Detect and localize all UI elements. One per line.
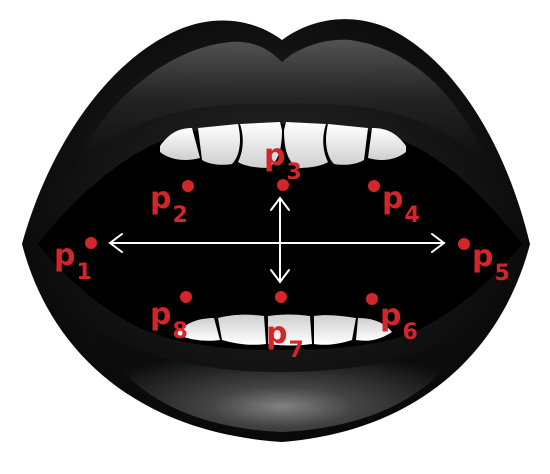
landmark-p5-label: p5 (472, 239, 510, 286)
landmark-p1-dot (85, 237, 97, 249)
vertical-arrow-top-head (270, 196, 290, 211)
landmark-p4-label: p4 (382, 181, 420, 228)
landmark-p7-dot (275, 291, 287, 303)
landmark-p2-label: p2 (150, 181, 188, 228)
lower-lip-highlight (95, 330, 470, 432)
measurement-arrows (108, 196, 446, 284)
landmark-p5-dot (458, 238, 470, 250)
landmark-labels: p1 p2 p3 p4 p5 p6 p7 p8 (54, 138, 510, 363)
landmark-p3-dot (277, 179, 289, 191)
lower-teeth (176, 314, 392, 346)
landmark-p2-dot (182, 180, 194, 192)
landmark-p4-dot (368, 180, 380, 192)
horizontal-arrow-right-head (431, 233, 446, 253)
upper-lip-highlight (70, 39, 488, 170)
vertical-arrow (270, 196, 290, 284)
landmark-p7-label: p7 (266, 316, 304, 363)
landmark-p6-dot (366, 293, 378, 305)
landmark-p8-label: p8 (150, 297, 188, 344)
horizontal-arrow (108, 233, 446, 253)
landmark-p6-label: p6 (380, 298, 418, 345)
horizontal-arrow-left-head (108, 233, 123, 253)
landmark-p1-label: p1 (54, 238, 92, 285)
landmark-points (85, 179, 470, 305)
upper-teeth (160, 122, 406, 168)
landmark-p8-dot (180, 291, 192, 303)
vertical-arrow-bottom-head (270, 269, 290, 284)
landmark-p3-label: p3 (264, 138, 302, 185)
